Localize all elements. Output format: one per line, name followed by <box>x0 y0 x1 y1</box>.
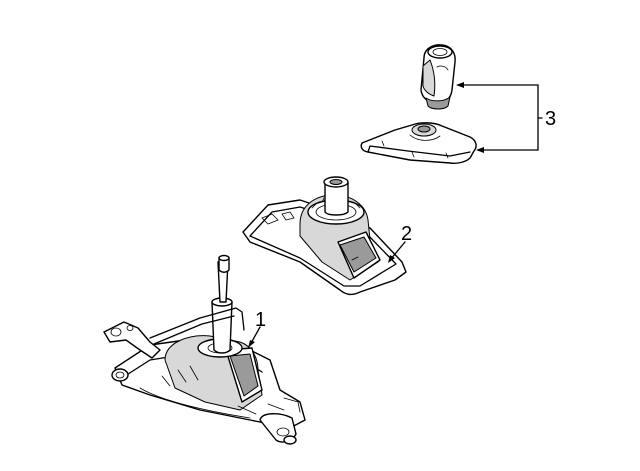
callout-1-leader <box>248 326 261 348</box>
shift-knob <box>420 44 456 110</box>
shift-boot-bezel <box>360 122 477 164</box>
callout-3-label: 3 <box>545 108 556 130</box>
console-boot-assembly <box>242 176 407 296</box>
shifter-control-assembly <box>103 254 306 445</box>
callout-3-leaders <box>456 82 543 153</box>
callout-2-leader <box>388 241 406 263</box>
callout-1-label: 1 <box>255 309 266 331</box>
callout-2-label: 2 <box>401 223 412 245</box>
